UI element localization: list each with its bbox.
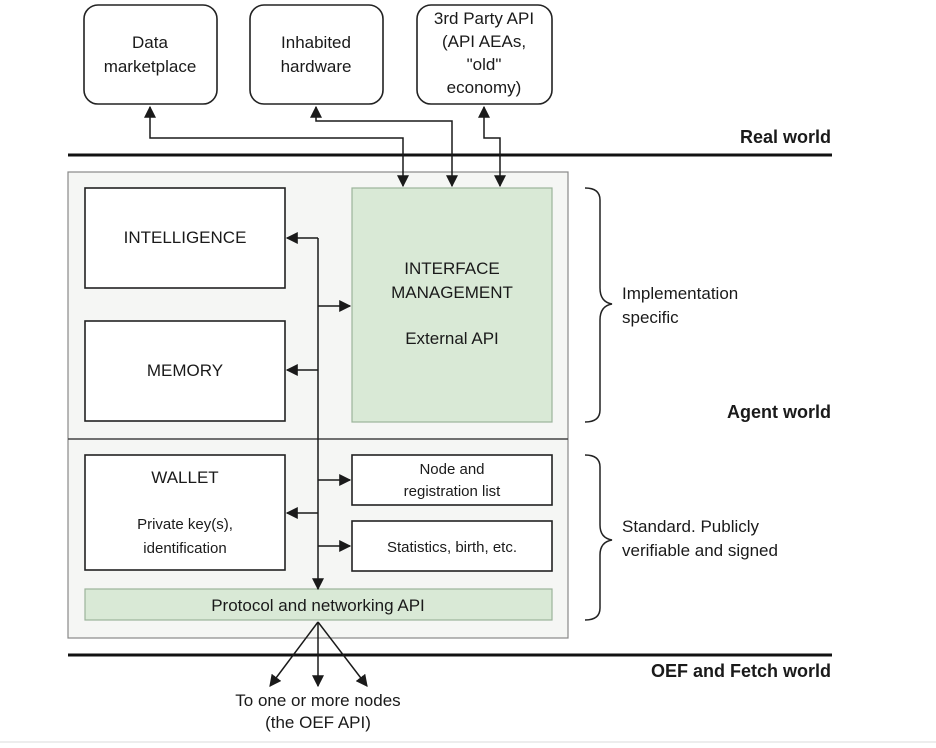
interface-management-line-2: MANAGEMENT — [391, 283, 513, 302]
wallet-box: WALLET Private key(s), identification — [84, 454, 286, 571]
external-api-label: External API — [405, 329, 499, 348]
memory-label: MEMORY — [147, 361, 223, 380]
third-party-api-line-3: "old" — [467, 55, 502, 74]
wallet-detail-line-2: identification — [143, 540, 226, 557]
interface-to-hardware-arrow — [310, 105, 458, 188]
third-party-api-line-2: (API AEAs, — [442, 32, 526, 51]
interface-to-third-party-arrow — [478, 105, 506, 188]
memory-box: MEMORY — [84, 320, 286, 422]
node-registration-line-2: registration list — [404, 483, 502, 500]
data-marketplace-box: Data marketplace — [83, 4, 218, 105]
inhabited-hardware-line-1: Inhabited — [281, 33, 351, 52]
standard-line-1: Standard. Publicly — [622, 517, 760, 536]
protocol-networking-bar: Protocol and networking API — [84, 588, 553, 621]
inhabited-hardware-line-2: hardware — [281, 57, 352, 76]
to-node-arrow-right — [317, 621, 368, 687]
protocol-networking-label: Protocol and networking API — [211, 596, 425, 615]
node-registration-line-1: Node and — [419, 461, 484, 478]
bottom-label-line-1: To one or more nodes — [235, 691, 400, 710]
to-node-arrow-left — [269, 621, 319, 687]
standard-bracket — [584, 454, 613, 621]
implementation-line-1: Implementation — [622, 284, 738, 303]
implementation-bracket — [584, 187, 613, 423]
wallet-detail-line-1: Private key(s), — [137, 516, 233, 533]
wallet-label: WALLET — [151, 468, 218, 487]
intelligence-label: INTELLIGENCE — [124, 228, 247, 247]
data-marketplace-line-2: marketplace — [104, 57, 197, 76]
third-party-api-box: 3rd Party API (API AEAs, "old" economy) — [416, 4, 553, 105]
oef-world-label: OEF and Fetch world — [651, 661, 831, 681]
real-world-label: Real world — [740, 127, 831, 147]
data-marketplace-line-1: Data — [132, 33, 168, 52]
implementation-line-2: specific — [622, 308, 679, 327]
agent-world-label: Agent world — [727, 402, 831, 422]
interface-management-box: INTERFACE MANAGEMENT External API — [351, 187, 553, 423]
standard-line-2: verifiable and signed — [622, 541, 778, 560]
third-party-api-line-4: economy) — [447, 78, 522, 97]
statistics-label: Statistics, birth, etc. — [387, 539, 517, 556]
third-party-api-line-1: 3rd Party API — [434, 9, 534, 28]
interface-management-line-1: INTERFACE — [404, 259, 499, 278]
inhabited-hardware-box: Inhabited hardware — [249, 4, 384, 105]
intelligence-box: INTELLIGENCE — [84, 187, 286, 289]
node-registration-box: Node and registration list — [351, 454, 553, 506]
bottom-label-line-2: (the OEF API) — [265, 713, 371, 732]
statistics-box: Statistics, birth, etc. — [351, 520, 553, 572]
